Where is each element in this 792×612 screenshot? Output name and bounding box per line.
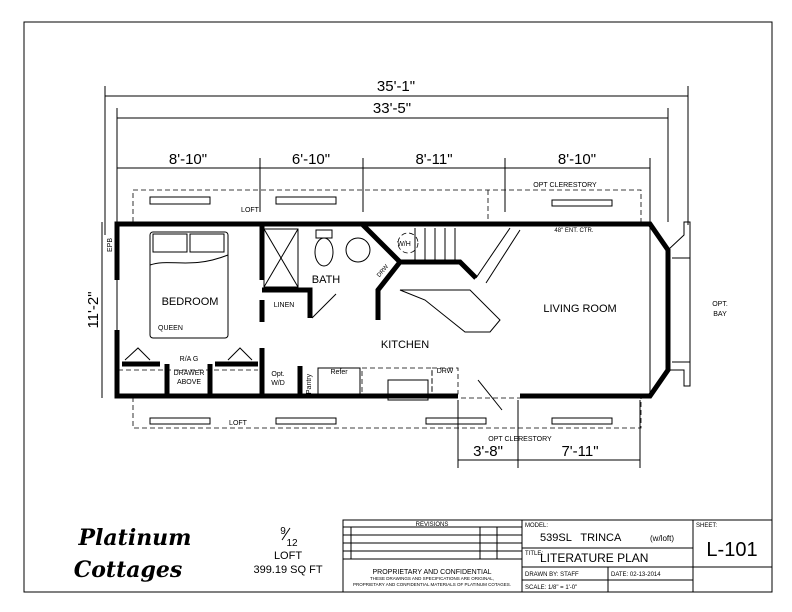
- sheet-value: L-101: [706, 539, 757, 561]
- roof-pitch-bottom: 12: [286, 538, 298, 549]
- kitchen-island: [399, 289, 501, 333]
- rag-label: R/A G: [180, 356, 199, 363]
- above-label: ABOVE: [177, 379, 201, 386]
- dim-segment-1: 8'-10": [169, 151, 207, 168]
- date: DATE: 02-13-2014: [611, 572, 661, 578]
- model-value: 539SL TRINCA: [540, 532, 622, 544]
- logo-line-1: Platinum: [78, 525, 192, 551]
- opt-clerestory-bottom: OPT CLERESTORY: [488, 436, 552, 443]
- bedroom-label: BEDROOM: [162, 296, 219, 308]
- pantry-label: Pantry: [306, 373, 313, 394]
- queen-bed: [149, 231, 229, 339]
- title-block: REVISIONS PROPRIETARY AND CONFIDENTIAL T…: [342, 519, 773, 593]
- refer-label: Refer: [330, 369, 348, 376]
- sheet-label: SHEET:: [696, 523, 717, 529]
- plan-info: 9 12 LOFT 399.19 SQ FT: [253, 526, 322, 576]
- title-value: LITERATURE PLAN: [540, 551, 648, 565]
- roof-pitch-top: 9: [280, 526, 286, 537]
- model-suffix: (w/loft): [650, 534, 674, 543]
- entry-center-label: 48" ENT. CTR.: [554, 228, 593, 234]
- dim-width: 11'-2": [85, 291, 102, 328]
- scale: SCALE: 1/8" = 1'-0": [525, 585, 577, 591]
- platinum-cottages-logo: Platinum Cottages: [74, 525, 192, 583]
- toilet: [314, 237, 334, 267]
- drawer-label: DRAWER: [174, 370, 205, 377]
- room-labels: EPB BEDROOM QUEEN BATH LINEN W/H DRW KIT…: [107, 228, 728, 394]
- proprietary-title: PROPRIETARY AND CONFIDENTIAL: [372, 569, 491, 576]
- dim-bottom-1: 3'-8": [473, 443, 503, 460]
- loft-top: LOFT: [241, 207, 260, 214]
- kitchen-drawer-label: DRW: [437, 368, 454, 375]
- dim-segment-3: 8'-11": [415, 151, 452, 168]
- opt-clerestory-top: OPT CLERESTORY: [533, 182, 597, 189]
- bath-label: BATH: [312, 274, 341, 286]
- living-room-label: LIVING ROOM: [543, 303, 616, 315]
- proprietary-line-1: THESE DRAWINGS AND SPECIFICATIONS ARE OR…: [370, 576, 494, 581]
- fixtures: [118, 227, 521, 411]
- queen-label: QUEEN: [158, 325, 183, 332]
- bath-sink: [345, 237, 371, 263]
- loft-info: LOFT: [274, 550, 302, 562]
- wd-label: W/D: [271, 380, 285, 387]
- title-label: TITLE:: [525, 551, 543, 557]
- linen-label: LINEN: [274, 302, 295, 309]
- logo-line-2: Cottages: [74, 557, 183, 583]
- dim-segment-2: 6'-10": [292, 151, 330, 168]
- revisions-label: REVISIONS: [416, 522, 449, 528]
- dim-overall: 35'-1": [377, 78, 415, 95]
- dimensions: 35'-1" 33'-5" 8'-10" 6'-10" 8'-11" 8'-10…: [85, 78, 689, 468]
- area-info: 399.19 SQ FT: [253, 564, 322, 576]
- kitchen-label: KITCHEN: [381, 339, 429, 351]
- loft-bottom: LOFT: [229, 420, 248, 427]
- dim-bottom-2: 7'-11": [561, 443, 598, 460]
- opt-bay-label-1: OPT.: [712, 301, 728, 308]
- dim-body: 33'-5": [373, 100, 411, 117]
- wh-label: W/H: [397, 241, 411, 248]
- water-heater: [397, 232, 419, 254]
- proprietary-line-2: PROPRIETARY AND CONFIDENTIAL MATERIALS O…: [353, 582, 511, 587]
- shower: [263, 228, 299, 288]
- kitchen-sink: [387, 379, 429, 401]
- drawn-by: DRAWN BY: STAFF: [525, 572, 579, 578]
- walls: [114, 221, 691, 399]
- model-label: MODEL:: [525, 523, 548, 529]
- dim-segment-4: 8'-10": [558, 151, 596, 168]
- opt-bay-label-2: BAY: [713, 311, 727, 318]
- epb-label: EPB: [107, 238, 114, 252]
- opt-label: Opt.: [271, 371, 284, 378]
